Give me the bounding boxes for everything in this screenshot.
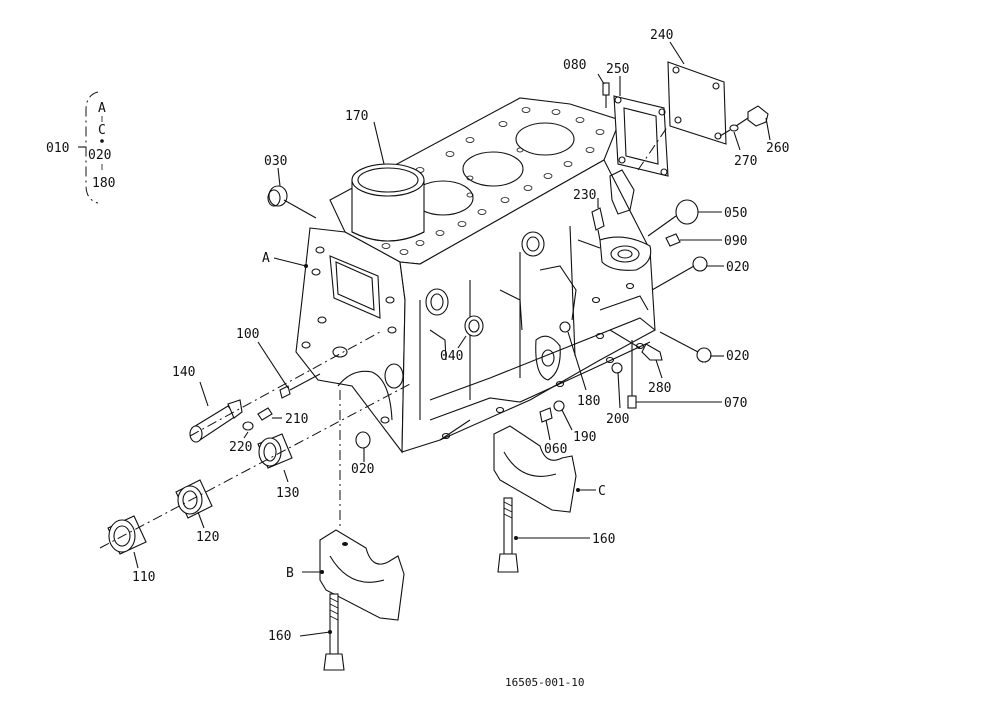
callout-180: 180: [577, 394, 600, 409]
washer-270: [719, 124, 739, 137]
cylinder-block: [295, 97, 656, 454]
plug-190: [553, 400, 565, 412]
bushing-axis: [99, 383, 411, 549]
plug-040: [464, 315, 484, 337]
callout-020-lower: 020: [351, 462, 374, 477]
nipple-210: [257, 407, 273, 421]
plug-180: [559, 321, 571, 333]
callout-080: 080: [563, 58, 586, 73]
cylinder-bore-3: [515, 122, 575, 156]
legend-item-a: A: [98, 101, 106, 116]
callout-020-mid: 020: [726, 349, 749, 364]
callout-270: 270: [734, 154, 757, 169]
cam-bore-2: [521, 231, 545, 257]
callout-140: 140: [172, 365, 195, 380]
block-front-face: [295, 227, 406, 454]
cock-070: [627, 340, 637, 409]
callout-170: 170: [345, 109, 368, 124]
legend-item-180: 180: [92, 176, 115, 191]
callout-040: 040: [440, 349, 463, 364]
drawing-number: 16505-001-10: [505, 676, 584, 689]
legend-item-020: 020: [88, 148, 111, 163]
pin-080: [602, 82, 610, 108]
callout-120: 120: [196, 530, 219, 545]
plug-100: [279, 373, 321, 399]
bolt-160-right: [497, 497, 519, 573]
callout-260: 260: [766, 141, 789, 156]
plug-020-upper: [651, 256, 708, 291]
callout-200: 200: [606, 412, 629, 427]
pump-housing: [599, 236, 652, 271]
bushing-130: [257, 433, 293, 469]
legend-group: 010 A C 020 180: [46, 91, 115, 204]
plug-020-mid: [659, 331, 712, 363]
front-window: [329, 255, 381, 319]
gear-case-gasket: [613, 95, 669, 177]
bearing-case-b: [319, 390, 405, 621]
plug-050: [647, 199, 699, 237]
callout-020-upper: 020: [726, 260, 749, 275]
callout-labels: 170 030 A 100 140 210 220 130 120 110 02…: [132, 28, 789, 644]
callout-050: 050: [724, 206, 747, 221]
plug-020-lower: [355, 431, 371, 449]
callout-a: A: [262, 251, 270, 266]
callout-090: 090: [724, 234, 747, 249]
oil-filter-mount: [535, 335, 561, 381]
callout-c: C: [598, 484, 606, 499]
callout-240: 240: [650, 28, 673, 43]
callout-190: 190: [573, 430, 596, 445]
callout-250: 250: [606, 62, 629, 77]
bearing-case-c: [493, 425, 577, 513]
callout-b: B: [286, 566, 294, 581]
plug-060: [539, 407, 553, 423]
plug-030: [267, 185, 317, 219]
bolt-260: [735, 105, 769, 127]
bushing-110: [107, 515, 147, 555]
cylinder-liner: [351, 163, 425, 242]
callout-070: 070: [724, 396, 747, 411]
drain-plug-200: [611, 362, 623, 374]
bushing-120: [175, 479, 213, 519]
cylinder-bore-2: [462, 151, 524, 187]
bolt-160-low: [323, 593, 345, 671]
callout-060: 060: [544, 442, 567, 457]
legend-item-c: C: [98, 123, 106, 138]
pipe-090: [665, 233, 681, 247]
callout-210: 210: [285, 412, 308, 427]
sensor-140: [189, 399, 243, 443]
callout-160-lower: 160: [268, 629, 291, 644]
oring-220: [242, 421, 254, 431]
callout-130: 130: [276, 486, 299, 501]
callout-280: 280: [648, 381, 671, 396]
callout-110: 110: [132, 570, 155, 585]
leader-lines: [133, 41, 771, 637]
callout-100: 100: [236, 327, 259, 342]
block-side-face: [399, 159, 656, 453]
callout-160-right: 160: [592, 532, 615, 547]
callout-030: 030: [264, 154, 287, 169]
crank-bore-arch: [337, 370, 393, 421]
cam-bore-1: [425, 288, 449, 316]
legend-dot: [100, 139, 104, 143]
gear-case-cover: [637, 61, 727, 171]
callout-220: 220: [229, 440, 252, 455]
front-window-inner: [335, 261, 375, 311]
callout-230: 230: [573, 188, 596, 203]
sensor-230: [591, 207, 605, 241]
legend-main-code: 010: [46, 141, 69, 156]
